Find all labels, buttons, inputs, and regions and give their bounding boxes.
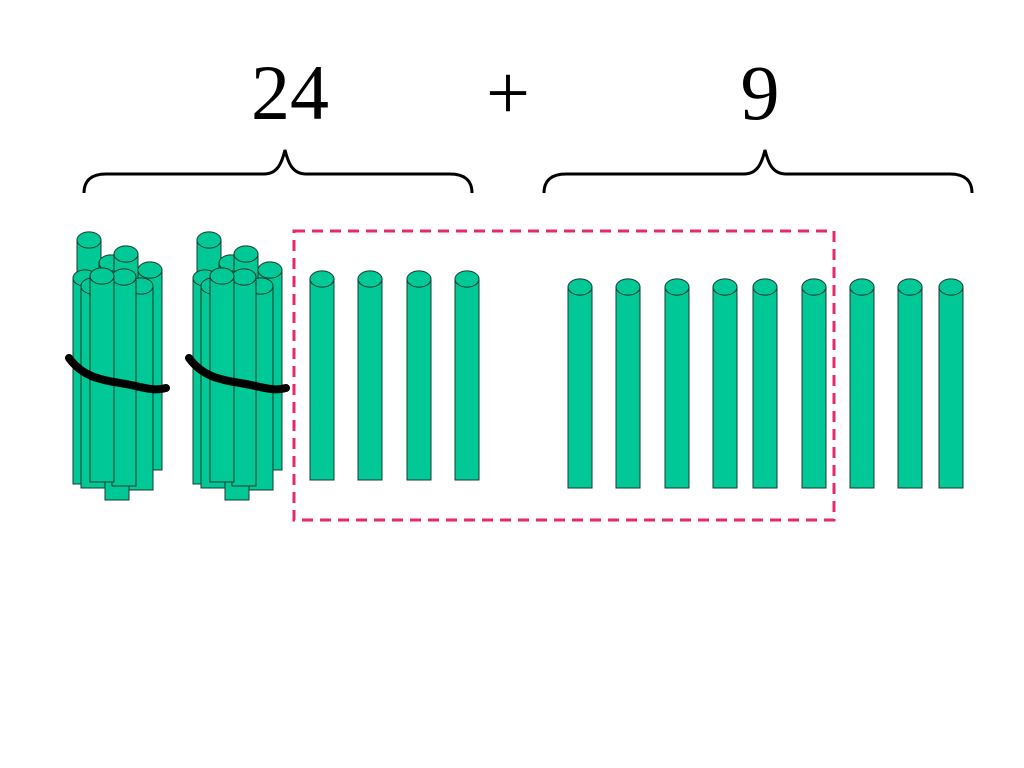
first-addend: 24 [251, 49, 329, 136]
single-stick [567, 278, 593, 489]
single-stick [712, 278, 738, 489]
single-stick [938, 278, 964, 489]
bundle-of-ten [185, 231, 290, 501]
single-stick [801, 278, 827, 489]
single-stick [849, 278, 875, 489]
brace-first-addend [82, 149, 474, 194]
single-stick [406, 270, 432, 481]
second-addend: 9 [740, 49, 780, 136]
ones-of-second-addend [567, 278, 964, 489]
single-stick [615, 278, 641, 489]
single-stick [309, 270, 335, 481]
plus-sign: + [486, 49, 530, 136]
single-stick [454, 270, 480, 481]
single-stick [752, 278, 778, 489]
ones-of-first-addend [309, 270, 480, 481]
bundle-of-ten [65, 231, 170, 501]
single-stick [357, 270, 383, 481]
single-stick [897, 278, 923, 489]
bundle-band [65, 354, 170, 394]
bundled-stick [231, 268, 257, 487]
make-ten-grouping-box [292, 229, 836, 522]
bundle-band [185, 354, 290, 394]
bundled-stick [111, 268, 137, 487]
brace-second-addend [542, 149, 974, 194]
single-stick [664, 278, 690, 489]
